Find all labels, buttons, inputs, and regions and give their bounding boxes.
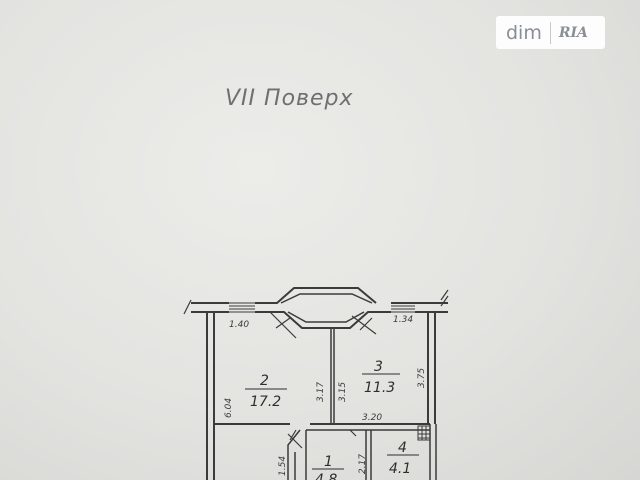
- door-swing-marks: [269, 311, 377, 449]
- room-labels: 2 17.2 3 11.3 1 4.8 4 4.1: [250, 359, 411, 480]
- dim-room1-height: 1.54: [278, 456, 288, 476]
- room-2-number: 2: [260, 373, 269, 389]
- dimria-watermark: dim RIA: [496, 16, 605, 49]
- ventilation-shaft: [417, 425, 431, 441]
- watermark-sub: RIA: [558, 24, 588, 41]
- room-4-number: 4: [398, 440, 407, 456]
- dim-room3-height: 3.75: [417, 368, 427, 388]
- watermark-divider: [549, 21, 551, 44]
- floor-title: VII Поверх: [225, 86, 354, 111]
- dim-right-window: 1.34: [393, 315, 413, 325]
- dim-left-window: 1.40: [229, 320, 249, 330]
- plan-walls: [183, 287, 449, 480]
- dim-partition-left: 3.17: [316, 382, 326, 402]
- room-1-number: 1: [324, 454, 333, 470]
- watermark-brand: dim: [506, 21, 542, 44]
- room-2-area: 17.2: [250, 394, 281, 410]
- room-4-area: 4.1: [389, 461, 411, 477]
- dimension-labels: 1.40 1.34 3.20 6.04 3.17 3.15 3.75 1.54 …: [224, 315, 427, 476]
- dim-room2-height: 6.04: [224, 398, 234, 418]
- room-3-number: 3: [374, 359, 383, 375]
- dim-room3-width: 3.20: [362, 413, 382, 423]
- room-1-area: 4.8: [315, 472, 337, 480]
- dim-partition-right: 3.15: [338, 382, 348, 402]
- dim-room1-side: 2.17: [358, 454, 368, 474]
- area-dividers: [245, 373, 419, 470]
- room-3-area: 11.3: [364, 380, 395, 396]
